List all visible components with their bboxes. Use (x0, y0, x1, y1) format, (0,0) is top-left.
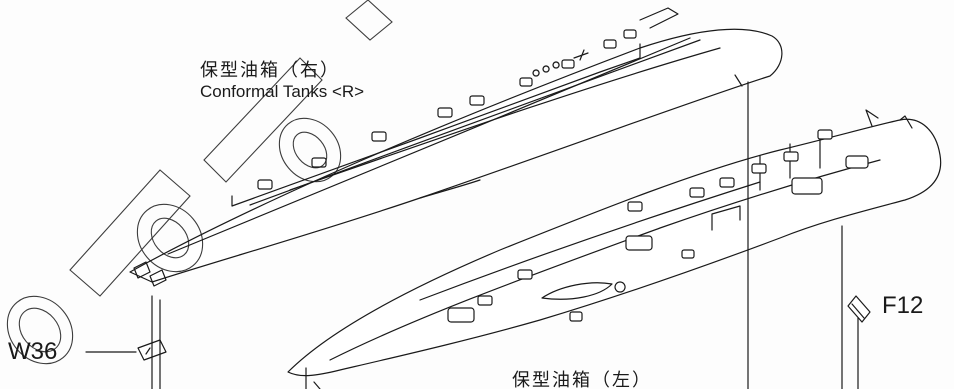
part-f12-shape (847, 295, 871, 323)
w36-guide-lines (151, 295, 161, 389)
left-tank-label-cn: 保型油箱（左） (512, 370, 652, 389)
right-conformal-tank (129, 7, 783, 287)
right-tank-label-en: Conformal Tanks <R> (200, 82, 365, 101)
part-number-w36: W36 (8, 338, 58, 365)
left-conformal-tank (287, 109, 942, 389)
watermark-logo (6, 0, 393, 365)
part-number-f12: F12 (882, 292, 924, 319)
right-tank-label-cn: 保型油箱（右） (200, 60, 340, 81)
